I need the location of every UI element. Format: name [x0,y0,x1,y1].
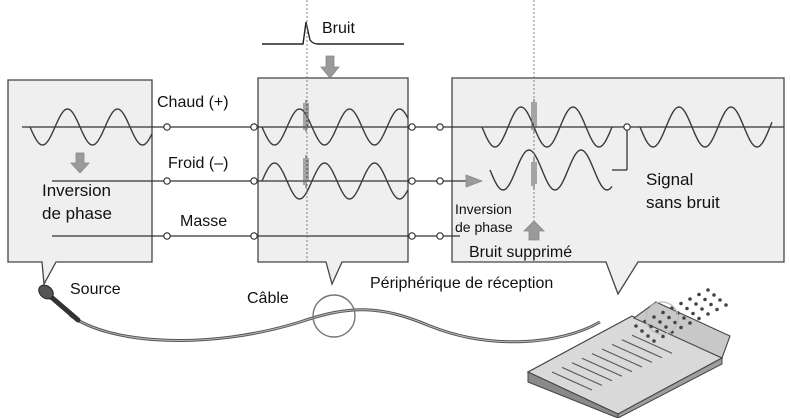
mixer-knob [685,306,689,311]
hot-label: Chaud (+) [157,94,229,111]
phase-inversion-right-arrow [465,174,484,188]
cable-cold-wave [261,162,409,200]
receiver-inverted-cold-wave [489,149,613,191]
mixer-knob [652,339,656,343]
mixer-knob [667,315,671,320]
clean-output-wave [639,106,773,148]
source-hot-wave [29,108,153,146]
source-label: Source [70,281,121,298]
mixer-knob [679,301,683,306]
wave-group [29,106,773,200]
cable-label: Câble [247,290,289,307]
mixer-knob [694,302,698,306]
mixer-knob [661,334,665,339]
cable-magnifier-circle [312,294,356,338]
mixer-knob [688,297,692,301]
cable-hot-wave [261,108,409,146]
mixer-knob [646,334,650,338]
mixer-knob [712,293,716,297]
mixer-knob [706,288,710,292]
noise-removed-label: Bruit supprimé [469,244,572,261]
mixer-knob [691,311,695,316]
mixer-knob [640,329,644,333]
phase-inversion-down-arrow [70,152,90,174]
microphone-icon [38,284,81,323]
mixer-knob [664,325,668,329]
cold-label: Froid (–) [168,155,228,172]
mixer-fader-track [581,357,623,377]
mixer-knob [652,315,656,319]
mixer-knob [661,310,665,315]
mixer-knob [679,325,683,330]
mixer-knob [697,292,701,297]
noise-label: Bruit [322,20,355,37]
receiver-label: Périphérique de réception [370,275,553,292]
receiver-box [451,77,785,296]
mixer-knob [697,316,701,321]
noise-down-arrow [320,55,340,79]
mixer-fader-track [611,343,653,363]
mixer-knob [718,298,722,302]
receiver-hot-wave [481,106,613,148]
connectors [163,123,631,240]
noise-removed-up-arrow [523,220,545,241]
mixer-fader-track [561,366,603,386]
mixer-fader-track [591,353,633,373]
mixer-fader-track [631,334,673,354]
mixer-knob [715,307,719,312]
mixer-knob [709,302,713,307]
rx-phase-inversion-line1: Inversion [455,201,512,217]
mixer-knob [703,297,707,302]
mixer-knob [700,307,704,311]
audio-cable-highlight [69,309,601,343]
mixer-fader-track [601,348,643,368]
mixer-icon [526,288,731,418]
mixer-knob [706,312,710,316]
source-phase-inversion-line1: Inversion [42,181,111,200]
mixer-knob [634,324,638,328]
mixer-knob [724,303,728,307]
mixer-knob [649,324,653,329]
mixer-fader-track [621,339,663,359]
mixer-fader-track [571,362,613,382]
mixer-knob [673,320,677,325]
clean-signal-line2: sans bruit [646,193,720,212]
mixer-knob [688,321,692,325]
mixer-knob [658,320,662,324]
rx-phase-inversion-line2: de phase [455,219,513,235]
source-box [7,79,153,287]
ground-label: Masse [180,213,227,230]
mixer-fader-track [551,371,593,391]
noise-spikes [303,99,537,190]
mixer-knob [682,316,686,320]
clean-signal-line1: Signal [646,170,693,189]
source-phase-inversion-line2: de phase [42,204,112,223]
